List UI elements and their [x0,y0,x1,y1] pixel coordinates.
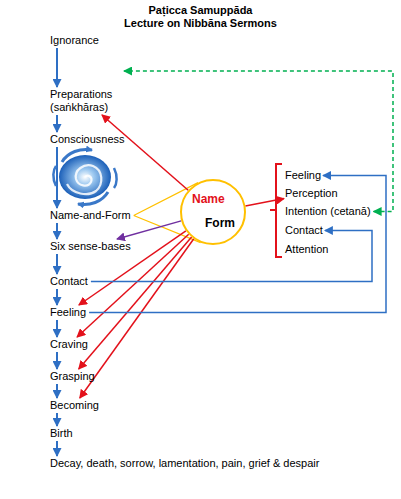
name-text: Name [192,193,225,206]
link-label: Consciousness [50,133,125,146]
connector-arrow [245,199,284,206]
node-text: Feeling [285,169,321,182]
connector-arrow [56,384,58,398]
connector-arrow [56,352,58,369]
mental-factor-label: Perception [285,187,338,200]
node-text: Attention [285,243,328,256]
connector-arrow [56,441,58,456]
node-text: Consciousness [50,133,125,146]
swirl-disc [59,155,111,199]
connector-arrow [89,176,386,313]
node-text: Perception [285,187,338,200]
swirl-arc [78,192,108,205]
swirl-arc [114,168,117,188]
mental-factor-label: Intention (cetanā) [285,205,371,218]
link-label: Six sense-bases [50,240,131,253]
node-text: Becoming [50,399,99,412]
swirl-illustration [48,144,122,210]
connector-arrow [56,413,58,426]
node-text: Intention (cetanā) [285,205,371,218]
connector-arrow [56,254,58,274]
link-label: Ignorance [50,34,99,47]
connector-arrow [124,71,393,212]
connector-arrow [56,48,58,87]
connector-arrow [79,237,192,369]
node-text: Contact [50,275,88,288]
swirl-spiral [67,165,101,194]
name-form-circle: NameForm [180,179,246,245]
node-text: Name-and-Form [50,209,131,222]
link-label: Feeling [50,306,86,319]
link-label: Becoming [50,399,99,412]
swirl-arc [53,166,56,186]
subtitle: Lecture on Nibbāna Sermons [0,17,401,30]
link-label: Decay, death, sorrow, lamentation, pain,… [50,457,319,470]
link-label: Birth [50,427,73,440]
link-label: Name-and-Form [50,209,131,222]
swirl-arc [62,150,92,163]
heading-block: Paṭicca SamuppādaLecture on Nibbāna Serm… [0,4,401,30]
connector-arrow [80,239,194,398]
form-text: Form [205,217,235,230]
node-text: Craving [50,338,88,351]
node-text: Six sense-bases [50,240,131,253]
node-text: Grasping [50,370,95,383]
node-text: Feeling [50,306,86,319]
red-bracket [270,164,282,257]
mental-factor-label: Feeling [285,169,321,182]
mental-factor-label: Attention [285,243,328,256]
link-label: Grasping [50,370,95,383]
link-label: Preparations (saṅkhāras) [50,88,122,114]
mental-factor-label: Contact [285,224,323,237]
node-text: Contact [285,224,323,237]
connector-arrow [56,320,58,337]
connector-arrow [102,115,188,190]
connector-arrow [56,115,58,132]
link-label: Contact [50,275,88,288]
connector-arrow [56,289,58,305]
connector-arrow [56,147,58,208]
title: Paṭicca Samuppāda [0,4,401,17]
connector-arrow [56,223,58,239]
link-label: Craving [50,338,88,351]
node-text: Decay, death, sorrow, lamentation, pain,… [50,457,319,470]
connector-arrow [117,221,181,239]
node-text: Ignorance [50,34,99,47]
node-text: Preparations (saṅkhāras) [50,88,122,114]
node-text: Birth [50,427,73,440]
